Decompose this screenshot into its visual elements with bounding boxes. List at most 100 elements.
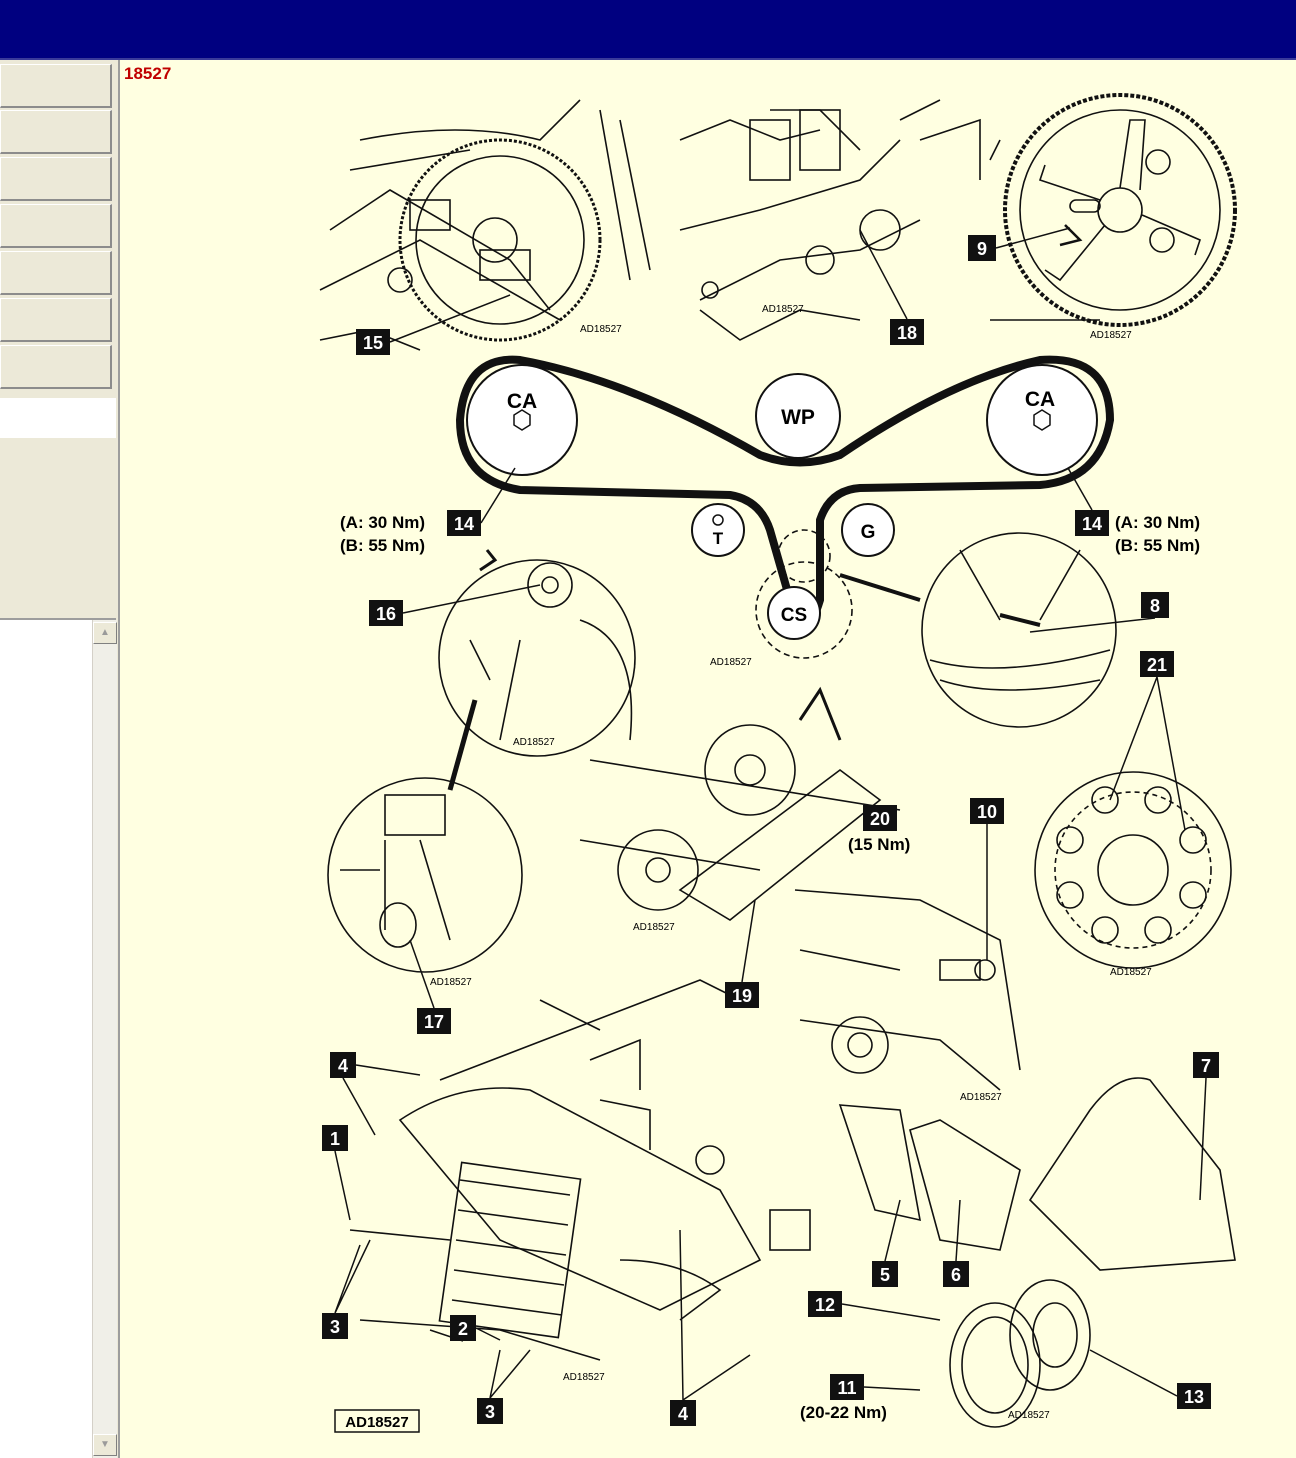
- callout-16: 16: [369, 600, 403, 626]
- svg-text:8: 8: [1150, 596, 1160, 616]
- crank-detail-circle-17: [327, 699, 523, 973]
- torque-a-left: (A: 30 Nm): [340, 513, 425, 532]
- svg-text:16: 16: [376, 604, 396, 624]
- topic-list[interactable]: [0, 620, 92, 1458]
- callout-3-left: 3: [322, 1313, 348, 1339]
- leader-lines: [334, 227, 1207, 1401]
- sidebar-button-4[interactable]: [0, 204, 112, 248]
- svg-text:AD18527: AD18527: [1008, 1410, 1050, 1421]
- front-end-radiator-illustration: [349, 979, 811, 1361]
- svg-text:AD18527: AD18527: [1090, 330, 1132, 341]
- svg-text:AD18527: AD18527: [345, 1414, 408, 1431]
- crank-detail-circle-16: [438, 549, 636, 757]
- svg-text:13: 13: [1184, 1387, 1204, 1407]
- svg-text:3: 3: [485, 1402, 495, 1422]
- callout-8: 8: [1141, 592, 1169, 618]
- callout-14-right: 14: [1075, 510, 1109, 536]
- timing-covers-illustration: [838, 1077, 1236, 1428]
- callout-11: 11: [830, 1374, 864, 1400]
- svg-text:3: 3: [330, 1317, 340, 1337]
- callout-9: 9: [968, 235, 996, 261]
- sidebar-button-2[interactable]: [0, 110, 112, 154]
- pulley-cs: CS: [755, 529, 853, 659]
- svg-text:17: 17: [424, 1012, 444, 1032]
- timing-mark-circle-8: [921, 532, 1117, 728]
- vertical-scrollbar[interactable]: ▲ ▼: [92, 620, 117, 1458]
- callout-21: 21: [1140, 651, 1174, 677]
- torque-b-left: (B: 55 Nm): [340, 536, 425, 555]
- cam-sprocket-illustration: [989, 93, 1237, 327]
- svg-text:AD18527: AD18527: [563, 1372, 605, 1383]
- callout-4-top: 4: [330, 1052, 356, 1078]
- document-number: 18527: [124, 64, 172, 83]
- belt-routing-diagram: CA CA WP T G CS: [455, 355, 1115, 659]
- callout-13: 13: [1177, 1383, 1211, 1409]
- svg-text:AD18527: AD18527: [430, 977, 472, 988]
- pulley-wp: WP: [755, 373, 841, 459]
- svg-text:AD18527: AD18527: [960, 1092, 1002, 1103]
- sidebar-button-6[interactable]: [0, 298, 112, 342]
- svg-text:18: 18: [897, 323, 917, 343]
- torque-b-right: (B: 55 Nm): [1115, 536, 1200, 555]
- pulley-ca-left: CA: [466, 364, 578, 476]
- callout-5: 5: [872, 1261, 898, 1287]
- svg-text:7: 7: [1201, 1056, 1211, 1076]
- svg-text:10: 10: [977, 802, 997, 822]
- pulley-ca-left-label: CA: [507, 390, 537, 413]
- engine-bracket-illustration: [679, 99, 981, 341]
- sidebar-panel: [0, 440, 116, 620]
- sidebar: ▲ ▼: [0, 60, 120, 1458]
- torque-a-right: (A: 30 Nm): [1115, 513, 1200, 532]
- pulley-t-label: T: [713, 529, 724, 548]
- svg-text:12: 12: [815, 1295, 835, 1315]
- callout-4-bottom: 4: [670, 1400, 696, 1426]
- callout-15: 15: [356, 329, 390, 355]
- scroll-down-arrow-icon[interactable]: ▼: [93, 1434, 117, 1456]
- title-bar: [0, 0, 1296, 60]
- detail-arrow-8: [839, 573, 921, 602]
- timing-belt-diagram: CA CA WP T G CS (A: 30 Nm) (B: 55 Nm: [319, 93, 1237, 1433]
- svg-text:AD18527: AD18527: [580, 324, 622, 335]
- svg-text:5: 5: [880, 1265, 890, 1285]
- callout-12: 12: [808, 1291, 842, 1317]
- pulley-t: T: [691, 503, 745, 557]
- callout-6: 6: [943, 1261, 969, 1287]
- svg-text:AD18527: AD18527: [762, 304, 804, 315]
- sidebar-button-1[interactable]: [0, 64, 112, 108]
- callout-19: 19: [725, 982, 759, 1008]
- svg-text:6: 6: [951, 1265, 961, 1285]
- svg-text:AD18527: AD18527: [710, 657, 752, 668]
- svg-text:4: 4: [678, 1404, 688, 1424]
- pulley-g-label: G: [861, 522, 876, 543]
- torque-tensioner: (15 Nm): [848, 835, 910, 854]
- pulley-ca-right-label: CA: [1025, 388, 1055, 411]
- cam-pulley-lock-illustration: [319, 99, 651, 351]
- pulley-cs-label: CS: [781, 605, 807, 626]
- sidebar-button-3[interactable]: [0, 157, 112, 201]
- svg-text:AD18527: AD18527: [1110, 967, 1152, 978]
- svg-text:2: 2: [458, 1319, 468, 1339]
- svg-text:14: 14: [454, 514, 474, 534]
- svg-text:11: 11: [837, 1378, 856, 1398]
- svg-text:21: 21: [1147, 655, 1167, 675]
- svg-text:15: 15: [363, 333, 383, 353]
- svg-text:AD18527: AD18527: [633, 922, 675, 933]
- sidebar-button-5[interactable]: [0, 251, 112, 295]
- callout-14-left: 14: [447, 510, 481, 536]
- svg-text:19: 19: [732, 986, 752, 1006]
- figure-ref-box: AD18527: [334, 1409, 420, 1433]
- svg-text:1: 1: [330, 1129, 340, 1149]
- svg-text:14: 14: [1082, 514, 1102, 534]
- scroll-up-arrow-icon[interactable]: ▲: [93, 622, 117, 644]
- callout-10: 10: [970, 798, 1004, 824]
- callout-7: 7: [1193, 1052, 1219, 1078]
- callout-1: 1: [322, 1125, 348, 1151]
- sidebar-blank-strip: [0, 398, 116, 438]
- callout-3-bottom: 3: [477, 1398, 503, 1424]
- sidebar-button-7[interactable]: [0, 345, 112, 389]
- torque-bolt: (20-22 Nm): [800, 1403, 887, 1422]
- pulley-wp-label: WP: [781, 406, 815, 429]
- block-bolt-illustration: [794, 889, 1021, 1091]
- callout-2: 2: [450, 1315, 476, 1341]
- pulley-ca-right: CA: [986, 364, 1098, 476]
